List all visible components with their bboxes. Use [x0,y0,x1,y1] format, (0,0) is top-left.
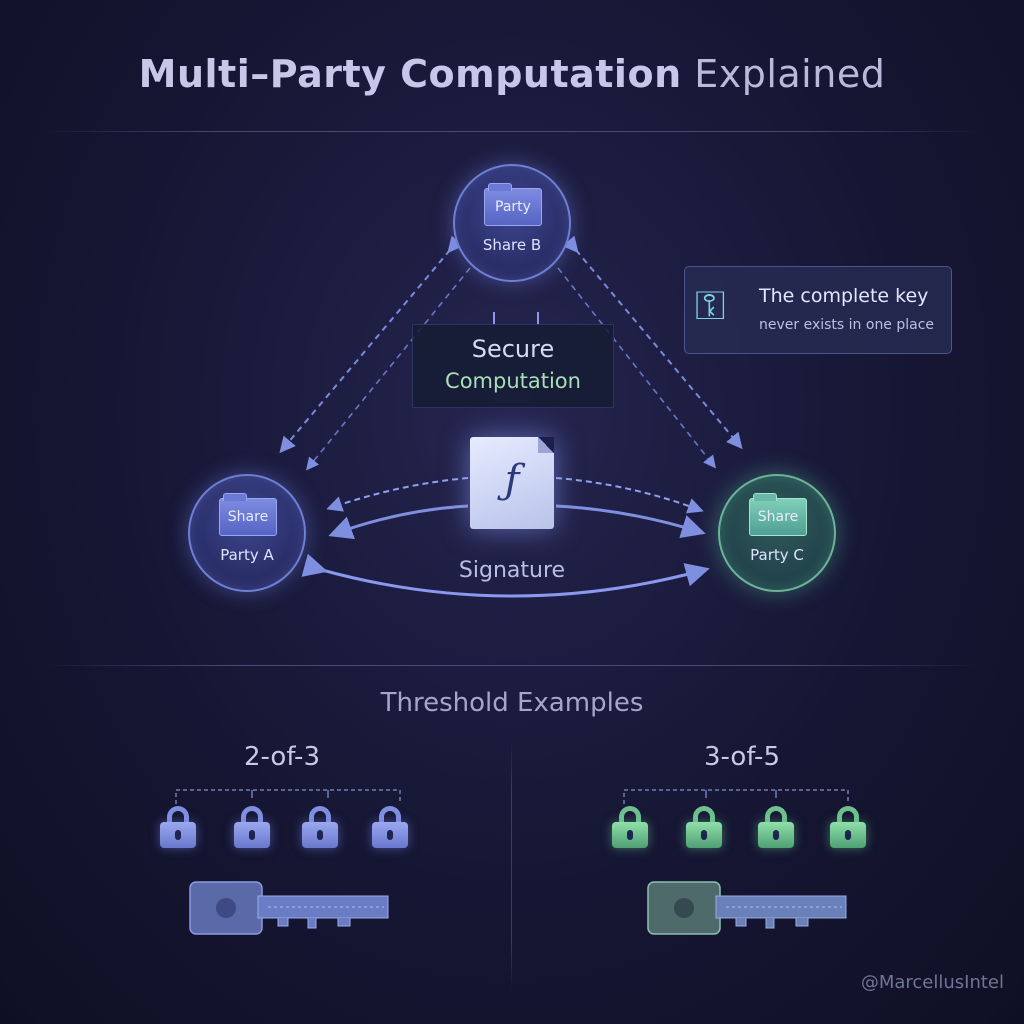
node-share-b[interactable]: Party Share B [453,164,571,282]
threshold-label-right: 3-of-5 [704,742,780,772]
key-note-title: The complete key [759,285,929,307]
lock-icon [302,806,338,848]
signature-document-icon: ƒ [470,437,554,529]
key-icon: ⚿ [695,283,726,329]
computation-label: Computation [445,369,581,393]
arrow-doc-a [328,504,469,540]
bracket-right [623,789,849,804]
signature-icon: ƒ [504,457,520,503]
node-party-a[interactable]: Share Party A [188,474,306,592]
node-label-c: Party C [750,546,804,564]
top-divider [40,131,984,132]
key-note-subtitle: never exists in one place [759,317,935,333]
middle-divider [40,665,984,666]
arrow-b-c-1 [562,235,743,450]
lock-icon [160,806,196,848]
puzzle-key-icon [189,881,389,935]
lock-icon [234,806,270,848]
threshold-label-left: 2-of-3 [244,742,320,772]
key-note-card: ⚿ The complete key never exists in one p… [684,266,952,354]
secure-computation-box: Secure Computation [412,324,614,408]
lock-icon [686,806,722,848]
lock-icon [372,806,408,848]
connection-arrows [279,235,743,598]
lock-icon [830,806,866,848]
bracket-left [175,789,401,804]
title-light: Explained [694,52,886,96]
node-party-c[interactable]: Share Party C [718,474,836,592]
watermark: @MarcellusIntel [860,972,1004,993]
arrow-doc-a-dashed [326,477,469,512]
arrow-b-a-2 [305,267,471,471]
arrow-b-c-2 [557,267,716,469]
page-title: Multi–Party Computation Explained [0,52,1024,96]
lock-icon [758,806,794,848]
arrow-a-c [301,553,710,598]
folder-icon: Share [749,493,807,536]
threshold-divider [511,740,512,990]
node-label-a: Party A [220,546,274,564]
secure-label: Secure [471,335,555,363]
title-bold: Multi–Party Computation [138,52,682,96]
folder-icon: Share [219,493,277,536]
lock-icon [612,806,648,848]
node-label-b: Share B [482,236,542,254]
signature-label: Signature [458,558,566,583]
threshold-title: Threshold Examples [380,688,644,718]
folder-icon: Party [484,183,542,226]
arrow-doc-c-dashed [555,477,704,514]
arrow-doc-c [555,504,706,539]
puzzle-key-icon [647,881,847,935]
